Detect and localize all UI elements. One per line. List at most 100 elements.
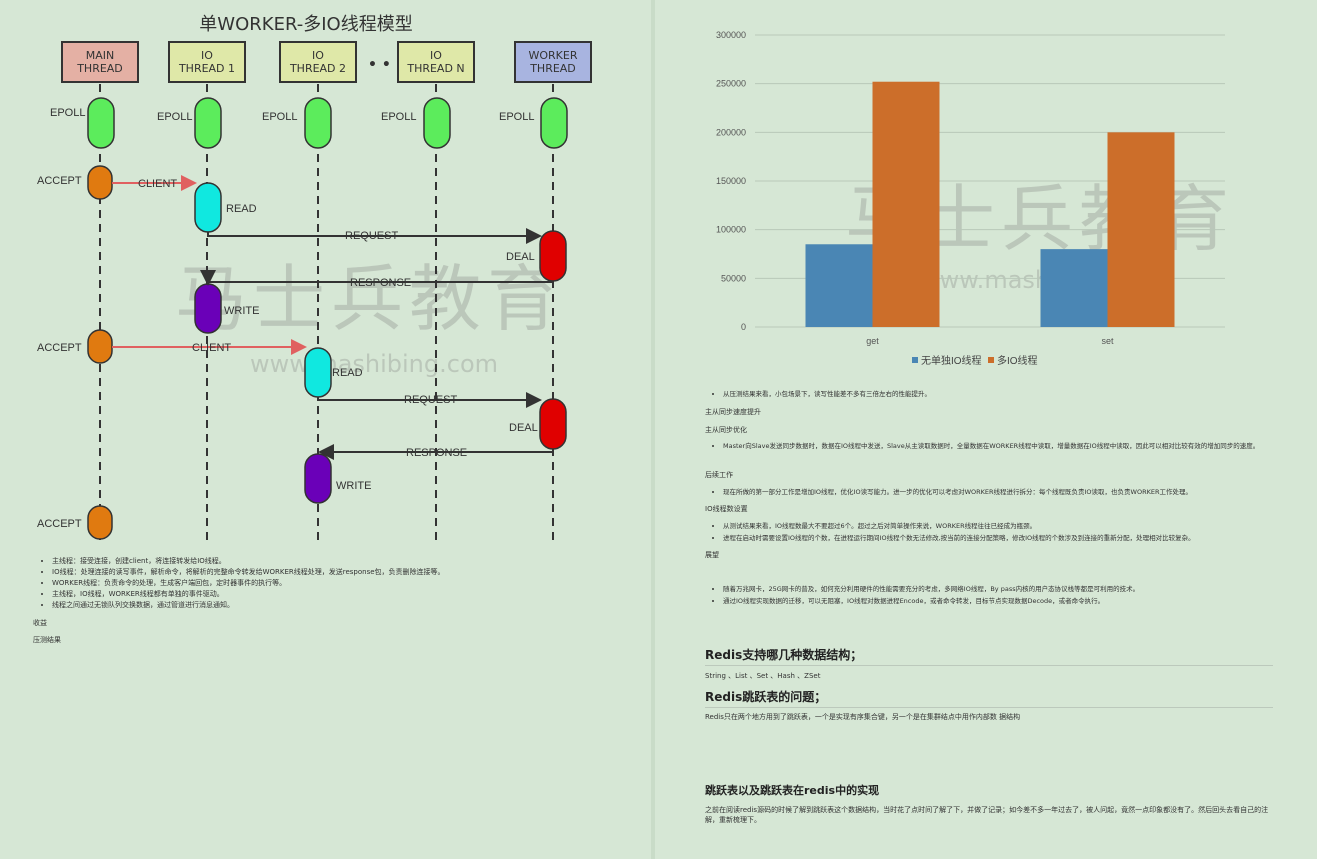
sync-opt-list: Master向Slave发送同步数据时，数据在IO线程中发送，Slave从主读取… <box>705 441 1293 453</box>
list-item: 进程在启动时需要设置IO线程的个数，在进程运行期间IO线程个数无法修改,按当前的… <box>723 533 1293 543</box>
io-thread-2-label-2: THREAD 2 <box>289 62 347 75</box>
epoll-label-main: EPOLL <box>50 107 85 119</box>
worker-thread-box: WORKER THREAD <box>514 41 592 83</box>
legend-swatch <box>988 357 994 363</box>
ellipsis: • • • <box>368 57 405 73</box>
bar-get-0 <box>805 244 873 327</box>
write-node-2 <box>304 453 332 504</box>
list-item: 随着万兆网卡，25G网卡的普及，如何充分利用硬件的性能需要充分的考虑，多网络IO… <box>723 584 1293 594</box>
io-count-list: 从测试结果来看，IO线程数最大不要超过6个。超过之后对简单操作来说，WORKER… <box>705 521 1293 545</box>
y-tick-label: 200000 <box>716 127 746 137</box>
deal-node-2 <box>539 398 567 450</box>
read-node-1 <box>194 182 222 233</box>
text-skiplist: Redis只在两个地方用到了跳跃表，一个是实现有序集合键，另一个是在集群结点中用… <box>705 713 1021 721</box>
bar-set-0 <box>1040 249 1108 327</box>
benefit-label: 收益 <box>33 619 47 627</box>
io-thread-2-label-1: IO <box>312 49 324 62</box>
x-tick-label: set <box>1101 336 1114 346</box>
benchmark-conclusion: 从压测结果来看，小包场景下，读写性能差不多有三倍左右的性能提升。 <box>705 389 1293 401</box>
io-thread-2-box: IO THREAD 2 <box>279 41 357 83</box>
list-item: 主线程：接受连接，创建client，将连接转发给IO线程。 <box>52 556 445 567</box>
accept-label-1: ACCEPT <box>37 175 82 187</box>
response-label-1: RESPONSE <box>350 277 411 289</box>
text-skiplist-impl: 之前在阅读redis源码的时候了解到跳跃表这个数据结构，当时花了点时间了解了下，… <box>705 806 1269 824</box>
heading-io-count: IO线程数设置 <box>705 505 748 513</box>
bar-set-1 <box>1107 132 1175 327</box>
response-arrow-1 <box>200 270 554 286</box>
legend-label: 无单独IO线程 <box>921 354 982 367</box>
benchmark-bar-chart: 0 50000 100000 150000 200000 250000 300000 get… <box>716 30 1225 367</box>
request-arrow-1 <box>207 228 542 244</box>
deal-label-1: DEAL <box>506 251 535 263</box>
left-page: 马士兵教育 www.mashibing.com 单WORKER-多IO线程模型 … <box>0 0 651 859</box>
accept-node-1 <box>87 165 113 200</box>
read-label-1: READ <box>226 203 257 215</box>
thread-roles-list: 主线程：接受连接，创建client，将连接转发给IO线程。 IO线程：处理连接的… <box>38 556 445 611</box>
worker-thread-label-2: THREAD <box>530 62 576 75</box>
benchmark-label: 压测结果 <box>33 636 61 644</box>
main-thread-box: MAIN THREAD <box>61 41 139 83</box>
main-thread-label-2: THREAD <box>77 62 123 75</box>
page-divider <box>651 0 655 859</box>
epoll-label-ion: EPOLL <box>381 111 416 123</box>
x-axis-ticks: get set <box>866 336 1114 346</box>
request-label-2: REQUEST <box>404 394 457 406</box>
y-axis-ticks: 0 50000 100000 150000 200000 250000 300000 <box>716 30 746 332</box>
client-label-2: CLIENT <box>192 342 231 354</box>
request-arrow-2 <box>317 392 542 408</box>
right-page: 马士兵教育 www.mashibing.com 0500001000001500… <box>655 0 1317 859</box>
list-item: Master向Slave发送同步数据时，数据在IO线程中发送，Slave从主读取… <box>723 441 1293 451</box>
io1-epoll <box>194 97 222 149</box>
ion-epoll <box>423 97 451 149</box>
worker-epoll <box>540 97 568 149</box>
heading-sync-opt: 主从同步优化 <box>705 426 747 434</box>
io-thread-n-box: IO THREAD N <box>397 41 475 83</box>
heading-skiplist: Redis跳跃表的问题； <box>705 688 1273 708</box>
deal-node-1 <box>539 230 567 282</box>
chart-bars <box>805 81 1175 327</box>
list-item: 现在所做的第一部分工作是增加IO线程，优化IO读写能力。进一步的优化可以考虑对W… <box>723 487 1293 497</box>
followup-list: 现在所做的第一部分工作是增加IO线程，优化IO读写能力。进一步的优化可以考虑对W… <box>705 487 1293 499</box>
bar-get-1 <box>872 81 940 327</box>
list-item: IO线程：处理连接的读写事件，解析命令，将解析的完整命令转发给WORKER线程处… <box>52 567 445 578</box>
list-item: WORKER线程：负责命令的处理，生成客户端回包，定时器事件的执行等。 <box>52 578 445 589</box>
legend-swatch <box>912 357 918 363</box>
io-thread-1-label-2: THREAD 1 <box>178 62 236 75</box>
response-label-2: RESPONSE <box>406 447 467 459</box>
io-thread-n-label-2: THREAD N <box>407 62 465 75</box>
accept-label-2: ACCEPT <box>37 342 82 354</box>
y-tick-label: 0 <box>741 322 746 332</box>
outlook-list: 随着万兆网卡，25G网卡的普及，如何充分利用硬件的性能需要充分的考虑，多网络IO… <box>705 584 1293 608</box>
io-thread-n-label-1: IO <box>430 49 442 62</box>
heading-sync-speed: 主从同步速度提升 <box>705 408 761 416</box>
y-tick-label: 300000 <box>716 30 746 40</box>
epoll-label-worker: EPOLL <box>499 111 534 123</box>
epoll-label-io2: EPOLL <box>262 111 297 123</box>
heading-redis-types: Redis支持哪几种数据结构； <box>705 646 1273 666</box>
y-tick-label: 250000 <box>716 79 746 89</box>
list-item: 主线程，IO线程，WORKER线程都有单独的事件驱动。 <box>52 589 445 600</box>
write-label-1: WRITE <box>224 305 259 317</box>
accept-node-2 <box>87 329 113 364</box>
x-tick-label: get <box>866 336 879 346</box>
heading-skiplist-impl: 跳跃表以及跳跃表在redis中的实现 <box>705 784 880 797</box>
epoll-label-io1: EPOLL <box>157 111 192 123</box>
client-label-1: CLIENT <box>138 178 177 190</box>
deal-label-2: DEAL <box>509 422 538 434</box>
list-item: 通过IO线程实现数据的迁移，可以无阻塞，IO线程对数据进程Encode，或者命令… <box>723 596 1293 606</box>
write-label-2: WRITE <box>336 480 371 492</box>
main-thread-label-1: MAIN <box>85 49 115 62</box>
main-epoll <box>87 97 115 149</box>
y-tick-label: 50000 <box>721 273 746 283</box>
y-tick-label: 100000 <box>716 225 746 235</box>
response-arrow-2 <box>318 444 554 460</box>
io-thread-1-box: IO THREAD 1 <box>168 41 246 83</box>
y-tick-label: 150000 <box>716 176 746 186</box>
text-redis-types: String 、List 、Set 、Hash 、ZSet <box>705 672 821 680</box>
legend-label: 多IO线程 <box>997 354 1038 367</box>
heading-followup: 后续工作 <box>705 471 733 479</box>
chart-legend: 无单独IO线程 多IO线程 <box>912 354 1038 367</box>
list-item: 从测试结果来看，IO线程数最大不要超过6个。超过之后对简单操作来说，WORKER… <box>723 521 1293 531</box>
io-thread-1-label-1: IO <box>201 49 213 62</box>
list-item: 从压测结果来看，小包场景下，读写性能差不多有三倍左右的性能提升。 <box>723 389 1293 399</box>
